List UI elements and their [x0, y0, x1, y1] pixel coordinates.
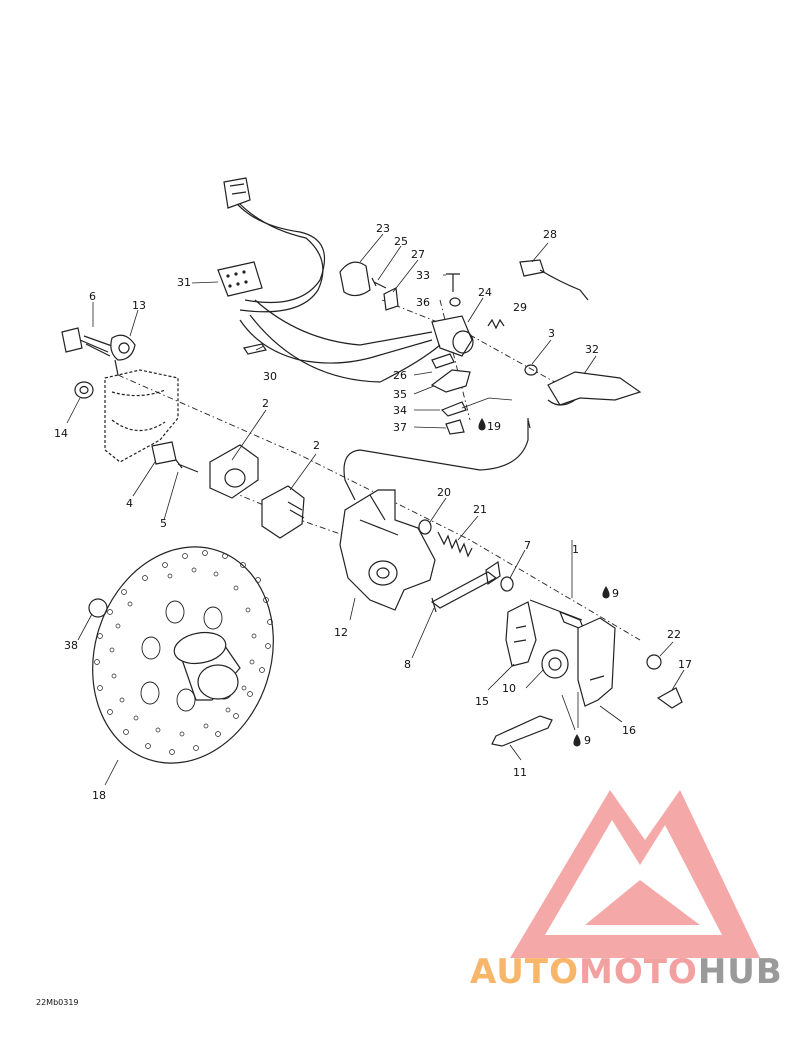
part-label-30: 30 — [263, 370, 277, 383]
bolt-6 — [61, 327, 113, 357]
switch-24 — [431, 315, 474, 357]
brake-pad-outer — [209, 444, 259, 499]
washer-20 — [418, 519, 432, 535]
watermark-part-auto: AUTO — [470, 952, 579, 992]
part-label-8: 8 — [404, 658, 411, 671]
spring-29 — [487, 318, 505, 330]
part-label-28: 28 — [543, 228, 557, 241]
clip-3 — [524, 364, 538, 376]
pin-17 — [656, 687, 683, 709]
part-label-18: 18 — [92, 789, 106, 802]
brake-pad-inner — [261, 485, 305, 539]
screw-5 — [175, 459, 199, 473]
part-label-36: 36 — [416, 296, 430, 309]
part-label-27: 27 — [411, 248, 425, 261]
part-label-2: 2 — [313, 439, 320, 452]
watermark-part-hub: HUB — [697, 952, 783, 992]
nut-14 — [74, 381, 94, 399]
part-label-4: 4 — [126, 497, 133, 510]
part-label-2: 2 — [262, 397, 269, 410]
spring-21 — [437, 531, 473, 558]
watermark-part-moto: MOTO — [578, 952, 698, 992]
wiring-harness — [229, 194, 441, 383]
part-label-6: 6 — [89, 290, 96, 303]
part-label-19: 19 — [487, 420, 501, 433]
part-label-3: 3 — [548, 327, 555, 340]
nut-7 — [500, 576, 514, 592]
lever-35 — [430, 369, 471, 393]
part-label-31: 31 — [177, 276, 191, 289]
bracket-26 — [431, 353, 455, 369]
leader-lines — [66, 233, 685, 786]
lever-15 — [505, 601, 537, 667]
part-label-15: 15 — [475, 695, 489, 708]
plate-16 — [577, 617, 616, 707]
screw-25 — [371, 277, 387, 289]
part-label-14: 14 — [54, 427, 68, 440]
adjuster-wheel-10 — [541, 649, 569, 679]
washer-36 — [449, 297, 461, 307]
connector-top — [223, 177, 251, 209]
clip-30 — [243, 343, 267, 355]
bracket-8 — [430, 560, 501, 613]
clip-11 — [491, 715, 553, 747]
part-label-1: 1 — [572, 543, 579, 556]
brake-cable — [343, 418, 531, 501]
cap-23 — [339, 261, 371, 297]
oil-drop-icon — [573, 734, 581, 747]
bracket-27 — [383, 287, 399, 311]
part-label-16: 16 — [622, 724, 636, 737]
sensor-28 — [519, 259, 589, 301]
brake-lever-32 — [547, 371, 642, 406]
watermark-logo — [510, 790, 760, 958]
part-label-37: 37 — [393, 421, 407, 434]
part-label-21: 21 — [473, 503, 487, 516]
part-label-29: 29 — [513, 301, 527, 314]
part-label-10: 10 — [502, 682, 516, 695]
part-label-17: 17 — [678, 658, 692, 671]
ring-38 — [88, 598, 108, 618]
part-label-9: 9 — [584, 734, 591, 747]
part-label-34: 34 — [393, 404, 407, 417]
oil-drop-icon — [478, 418, 486, 431]
adjuster-1 — [529, 599, 586, 632]
mount-block — [104, 369, 179, 463]
screw-33 — [446, 273, 460, 292]
nut-22 — [646, 654, 662, 670]
part-label-32: 32 — [585, 343, 599, 356]
clip-4 — [151, 441, 177, 465]
connector-31 — [217, 261, 263, 297]
part-label-24: 24 — [478, 286, 492, 299]
part-label-13: 13 — [132, 299, 146, 312]
caliper-12 — [339, 489, 436, 611]
part-label-22: 22 — [667, 628, 681, 641]
part-label-23: 23 — [376, 222, 390, 235]
part-label-20: 20 — [437, 486, 451, 499]
part-label-9: 9 — [612, 587, 619, 600]
part-label-12: 12 — [334, 626, 348, 639]
clip-34 — [440, 401, 467, 417]
part-label-33: 33 — [416, 269, 430, 282]
part-label-5: 5 — [160, 517, 167, 530]
brake-disc — [92, 546, 274, 764]
bracket-13 — [110, 334, 136, 376]
oil-drop-icon — [602, 586, 610, 599]
part-label-35: 35 — [393, 388, 407, 401]
part-label-38: 38 — [64, 639, 78, 652]
part-labels: 1 2 2 3 4 5 6 7 8 9 9 10 11 12 13 14 15 … — [54, 222, 692, 802]
part-label-7: 7 — [524, 539, 531, 552]
drawing-code: 22Mb0319 — [36, 998, 79, 1007]
pad-37 — [445, 419, 465, 435]
part-label-25: 25 — [394, 235, 408, 248]
watermark-text: AUTOMOTOHUB — [470, 952, 783, 992]
part-label-26: 26 — [393, 369, 407, 382]
part-label-11: 11 — [513, 766, 527, 779]
